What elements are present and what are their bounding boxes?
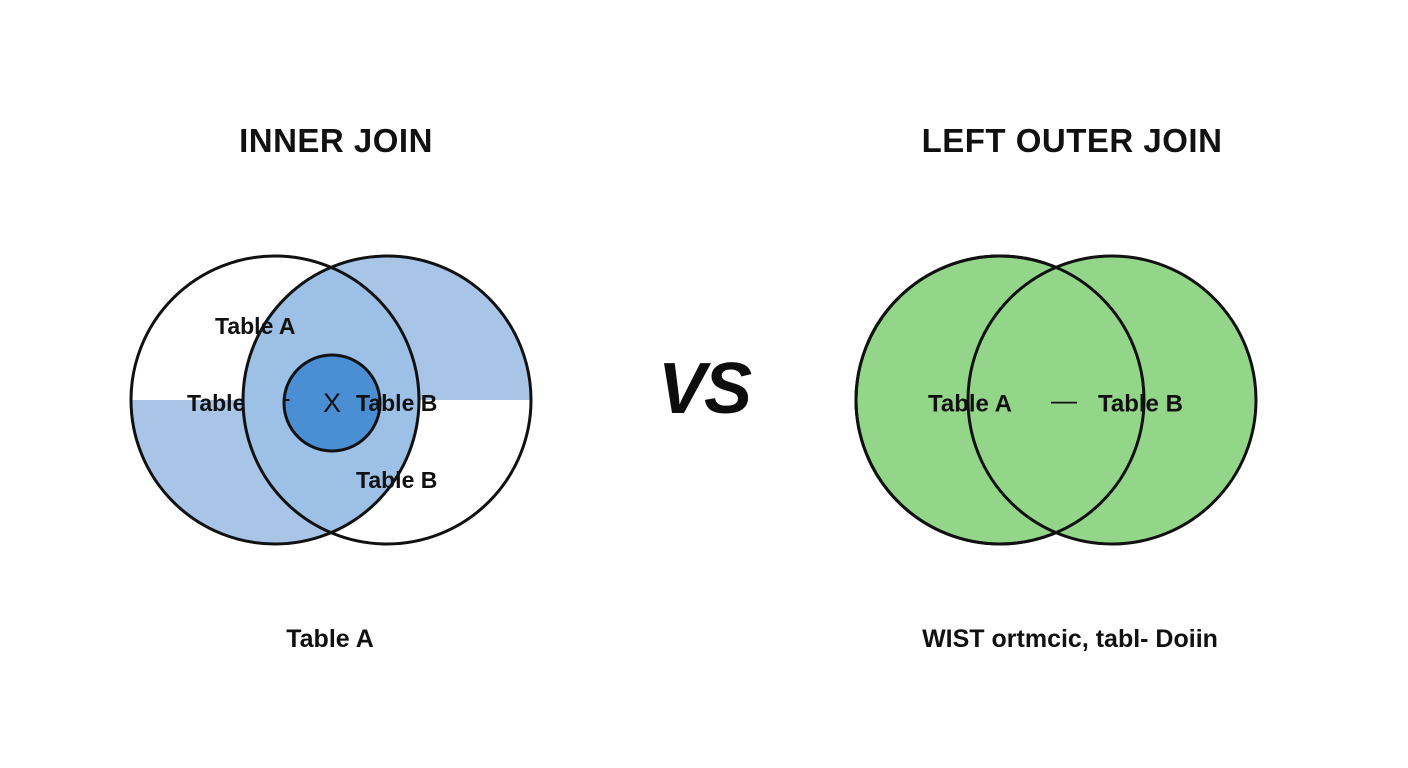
label-green-table-b: Table B <box>1098 390 1183 417</box>
label-table-a-top: Table A <box>215 313 296 339</box>
circle-b-outline <box>241 254 533 546</box>
inner-join-title: INNER JOIN <box>239 122 433 159</box>
left-outer-join-title: LEFT OUTER JOIN <box>921 122 1223 159</box>
label-em-dash-operator: — <box>1051 385 1077 415</box>
left-outer-join-venn-diagram: Table A — Table B <box>854 228 1275 573</box>
green-circle-b <box>966 254 1258 546</box>
left-outer-join-caption: WIST ortmcic, tabl- Doiin <box>922 625 1218 653</box>
inner-join-venn-diagram: Table A Table - X Table B Table B <box>129 228 550 573</box>
label-table-left: Table <box>187 390 245 416</box>
label-minus-operator: - <box>282 383 291 413</box>
inner-join-svg: Table A Table - X Table B Table B <box>129 254 533 546</box>
label-intersection-x: X <box>323 388 341 418</box>
vs-separator: VS <box>657 349 752 429</box>
label-green-table-a: Table A <box>928 390 1012 417</box>
inner-join-caption: Table A <box>286 625 374 653</box>
label-table-b-middle: Table B <box>356 390 437 416</box>
label-table-b-bottom: Table B <box>356 467 437 493</box>
circle-a-outline <box>129 254 421 546</box>
left-outer-join-svg: Table A — Table B <box>854 254 1258 546</box>
inner-join-core-circle <box>282 353 382 453</box>
green-circle-a-outline <box>854 254 1146 546</box>
